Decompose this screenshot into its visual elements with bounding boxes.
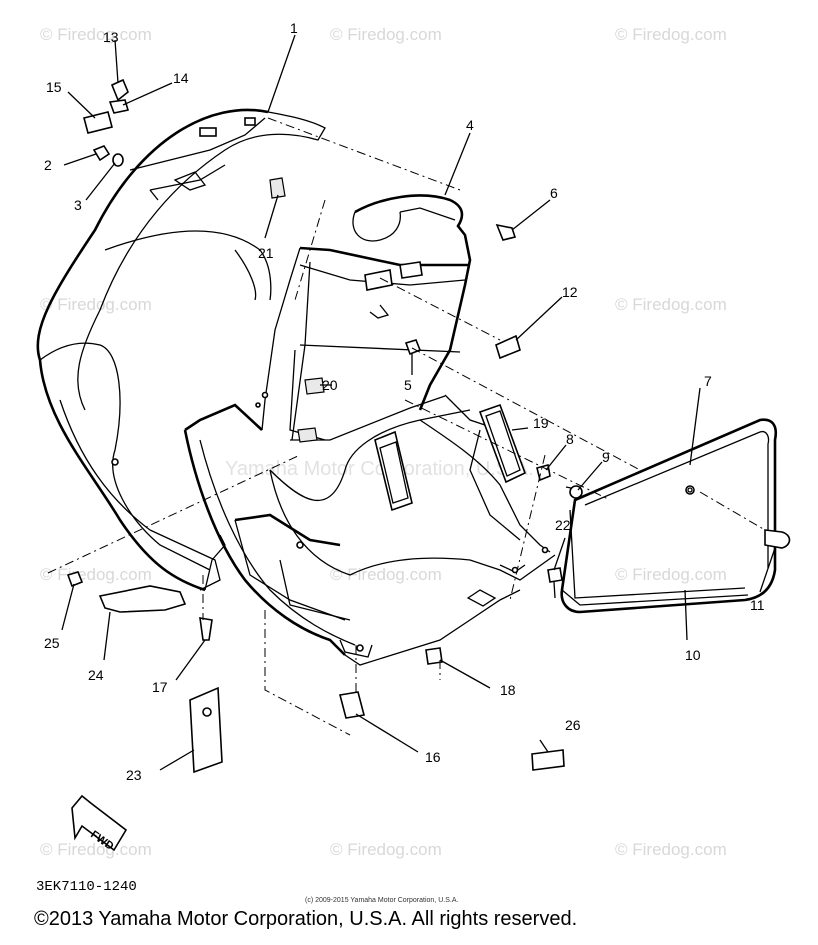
center-slot xyxy=(374,430,413,512)
part-11-knob xyxy=(764,529,791,549)
cover-slot xyxy=(244,117,256,126)
part-5-nut xyxy=(404,339,422,356)
callout-3: 3 xyxy=(74,197,82,213)
watermark: © Firedog.com xyxy=(615,25,727,44)
callout-8: 8 xyxy=(566,431,574,447)
callout-15: 15 xyxy=(46,79,62,95)
watermark: © Firedog.com xyxy=(615,565,727,584)
callout-11: 11 xyxy=(750,597,765,613)
callout-13: 13 xyxy=(103,29,119,45)
callout-6: 6 xyxy=(550,185,558,201)
part-3-washer xyxy=(112,153,124,167)
callout-21: 21 xyxy=(258,245,274,261)
part-13-clip xyxy=(110,78,129,102)
callout-16: 16 xyxy=(425,749,441,765)
part-23-pad xyxy=(189,686,223,774)
callout-24: 24 xyxy=(88,667,104,683)
callout-25: 25 xyxy=(44,635,60,651)
callout-20: 20 xyxy=(322,377,338,393)
part-15-pad xyxy=(83,111,113,134)
part-25-screw xyxy=(66,571,84,588)
part-6-screw xyxy=(495,223,517,241)
part-front-cover xyxy=(36,108,326,592)
callout-7: 7 xyxy=(704,373,712,389)
assembly-lines xyxy=(47,117,766,736)
callout-19: 19 xyxy=(533,415,549,431)
watermark: © Firedog.com xyxy=(615,840,727,859)
part-21-clip xyxy=(269,177,286,199)
callout-2: 2 xyxy=(44,157,52,173)
callout-labels: 1 2 3 4 5 6 7 8 9 10 11 12 13 14 15 16 1… xyxy=(44,20,765,783)
callout-26: 26 xyxy=(565,717,581,733)
small-parts xyxy=(66,78,791,774)
panel-slot xyxy=(399,261,423,279)
part-24-bracket xyxy=(98,585,187,613)
callout-17: 17 xyxy=(152,679,168,695)
part-20-clip xyxy=(304,377,325,395)
leader-lines xyxy=(61,34,776,771)
callout-4: 4 xyxy=(466,117,474,133)
part-17-pin xyxy=(199,617,213,641)
part-leg-shield xyxy=(183,194,556,666)
callout-10: 10 xyxy=(685,647,701,663)
watermark-center: Yamaha Motor Corporation, U.S.A. xyxy=(225,458,534,480)
cover-slot xyxy=(199,127,217,137)
watermark: © Firedog.com xyxy=(330,25,442,44)
callout-1: 1 xyxy=(290,20,298,36)
callout-22: 22 xyxy=(555,517,571,533)
watermark-layer: © Firedog.com © Firedog.com © Firedog.co… xyxy=(40,25,727,859)
panel-slot xyxy=(364,269,393,291)
part-2-nut xyxy=(92,145,111,162)
part-box-lid xyxy=(560,418,778,614)
watermark: © Firedog.com xyxy=(40,295,152,314)
part-18-bolt xyxy=(425,647,443,665)
part-20-clip xyxy=(297,427,318,443)
callout-23: 23 xyxy=(126,767,142,783)
callout-9: 9 xyxy=(602,449,610,465)
diagram-code: 3EK7110-1240 xyxy=(36,879,137,895)
watermark: © Firedog.com xyxy=(615,295,727,314)
callout-14: 14 xyxy=(173,70,189,86)
copyright-notice: ©2013 Yamaha Motor Corporation, U.S.A. A… xyxy=(34,908,578,930)
watermark: © Firedog.com xyxy=(330,565,442,584)
small-notice: (c) 2009-2015 Yamaha Motor Corporation, … xyxy=(305,897,458,904)
watermark: © Firedog.com xyxy=(330,840,442,859)
part-22-bolt xyxy=(547,567,563,583)
watermark: © Firedog.com xyxy=(40,840,152,859)
callout-12: 12 xyxy=(562,284,578,300)
part-26-label xyxy=(531,749,565,771)
watermark: © Firedog.com xyxy=(40,565,152,584)
callout-18: 18 xyxy=(500,682,516,698)
watermark: © Firedog.com xyxy=(40,25,152,44)
part-12-cap xyxy=(495,334,521,360)
callout-5: 5 xyxy=(404,377,412,393)
part-19-lid xyxy=(478,403,527,484)
part-14-clip xyxy=(108,99,130,114)
part-16-nut xyxy=(339,691,365,719)
